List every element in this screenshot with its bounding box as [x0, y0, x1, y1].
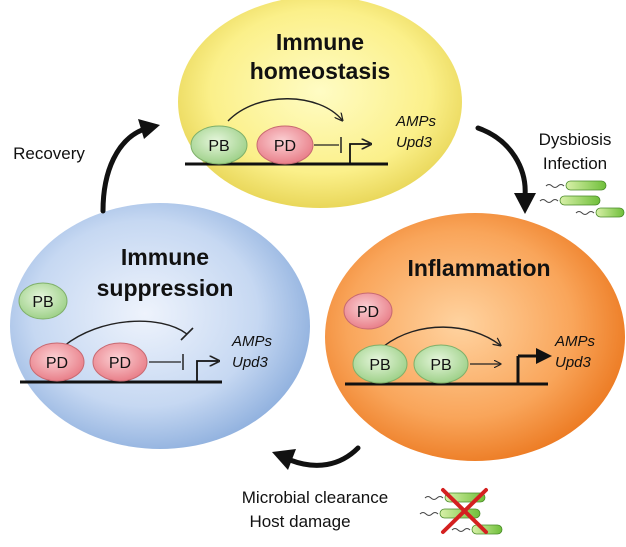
recovery-arrowhead — [138, 119, 160, 139]
clearance-arrow — [287, 445, 361, 468]
homeostasis-gene-1: AMPs — [395, 113, 437, 130]
cross-icon — [441, 488, 488, 534]
inflammation-gene-2: Upd3 — [555, 354, 592, 371]
recovery-arrow — [100, 127, 145, 214]
damage-label: Host damage — [249, 512, 350, 531]
strong-promoter-head — [536, 348, 552, 364]
homeostasis-title-line2: homeostasis — [250, 58, 391, 84]
pd-label: PD — [274, 138, 296, 155]
pb-label-2: PB — [430, 357, 451, 374]
suppression-panel: Immune suppression PB PD PD AMPs Upd3 — [18, 244, 273, 384]
homeostasis-title-line1: Immune — [276, 29, 364, 55]
free-pb-factor — [18, 282, 68, 320]
free-pd-label: PD — [357, 304, 379, 321]
pd-factor — [256, 125, 314, 165]
cycle-arrows — [100, 119, 536, 470]
suppression-gene-2: Upd3 — [232, 354, 269, 371]
dysbiosis-arrow — [475, 125, 528, 199]
pb-factor-1 — [352, 344, 408, 384]
free-pb-label: PB — [32, 294, 53, 311]
pb-factor-2 — [413, 344, 469, 384]
dysbiosis-arrowhead — [514, 193, 536, 214]
homeostasis-circle — [178, 0, 462, 208]
promoter-arrow — [196, 361, 218, 382]
inflammation-gene-1: AMPs — [554, 333, 596, 350]
inflammation-panel: Inflammation PD PB PB AMPs Upd3 — [343, 255, 596, 386]
homeostasis-panel: Immune homeostasis PB PD AMPs Upd3 — [185, 29, 437, 166]
pb-activation-arc — [227, 98, 342, 121]
suppression-gene-1: AMPs — [231, 333, 273, 350]
inflammation-circle — [325, 213, 625, 461]
pb-label: PB — [208, 138, 229, 155]
pd-label-1: PD — [46, 355, 68, 372]
pd-factor-2 — [92, 342, 148, 382]
recovery-label: Recovery — [13, 144, 85, 163]
free-pd-factor — [343, 292, 393, 330]
homeostasis-gene-2: Upd3 — [396, 134, 433, 151]
bacteria-icon — [539, 180, 625, 218]
suppression-title-line1: Immune — [121, 244, 209, 270]
pd-factor-1 — [29, 342, 85, 382]
pd-repression-arc — [63, 320, 188, 347]
pd-repression-arc-bar — [180, 327, 194, 341]
pb-activation-arc — [383, 326, 500, 346]
inflammation-title: Inflammation — [407, 255, 550, 281]
pd-label-2: PD — [109, 355, 131, 372]
suppression-circle — [10, 203, 310, 449]
clearance-label: Microbial clearance — [242, 488, 388, 507]
clearance-arrowhead — [272, 449, 296, 470]
pb-factor — [190, 125, 248, 165]
dysbiosis-label: Dysbiosis — [539, 130, 612, 149]
promoter-arrow — [349, 144, 370, 164]
pb-label-1: PB — [369, 357, 390, 374]
infection-label: Infection — [543, 154, 607, 173]
suppression-title-line2: suppression — [97, 275, 234, 301]
